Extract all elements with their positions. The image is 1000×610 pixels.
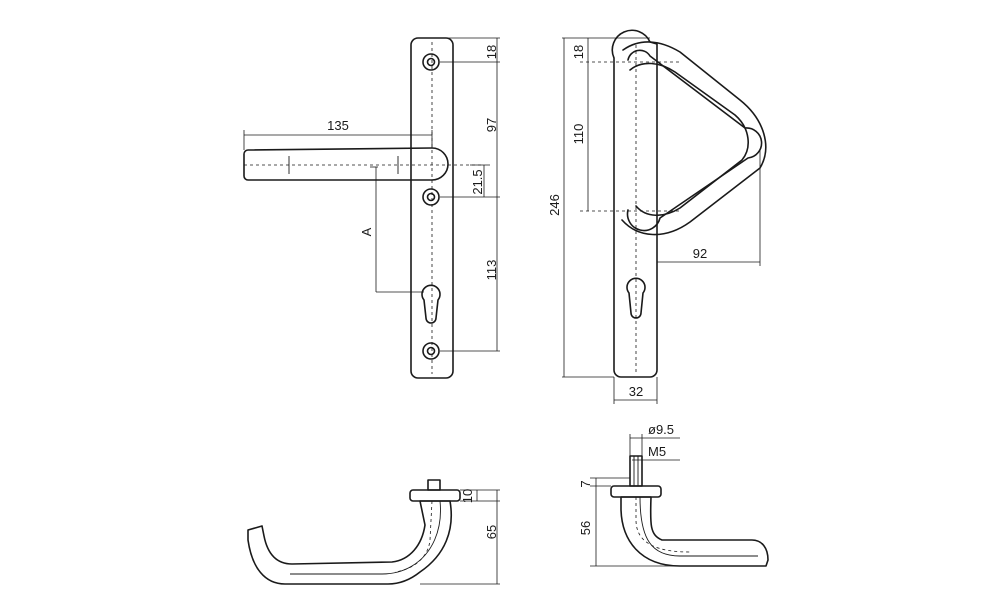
pull-backplate (611, 29, 658, 378)
dim-thread: M5 (648, 444, 666, 459)
front-view-lever: 135 18 97 21.5 113 A (243, 37, 500, 379)
screw-hole-bottom (422, 342, 440, 360)
dim-top-hole: 18 (484, 45, 499, 59)
pull-keyhole (626, 277, 646, 319)
backplate (410, 37, 454, 379)
pull-spindle (629, 455, 643, 487)
screw-hole-top (422, 53, 440, 71)
side-pull-inner-edge (639, 496, 758, 557)
dim-lever-length: 135 (327, 118, 349, 133)
side-lever-body (247, 500, 452, 585)
spindle-stub (427, 479, 441, 491)
dim-pull-overall: 246 (547, 194, 562, 216)
dim-backset: A (359, 227, 374, 236)
screw-hole-middle (422, 188, 440, 206)
pull-grip-inner (629, 62, 749, 217)
dim-pull-width: 32 (629, 384, 643, 399)
cylinder-keyhole (421, 284, 441, 324)
dim-side-pull-height: 56 (578, 521, 593, 535)
pull-rose-plate (610, 485, 662, 498)
side-pull-body (620, 496, 769, 567)
lever-handle (243, 147, 449, 181)
dim-lever-to-hole: 21.5 (470, 169, 485, 194)
dim-hole-to-lever: 97 (484, 118, 499, 132)
dim-side-rose: 10 (460, 489, 475, 503)
dim-side-pull-rose: 7 (578, 480, 593, 487)
rose-plate (409, 489, 461, 502)
dim-hole-to-hole: 113 (484, 260, 499, 281)
dim-pull-top: 18 (571, 45, 586, 59)
pull-grip-slot (626, 49, 763, 232)
side-view-lever: 10 65 (247, 479, 500, 585)
pull-grip-outer (621, 41, 767, 236)
dim-side-height: 65 (484, 525, 499, 539)
side-view-pull: ø9.5 M5 7 56 (578, 422, 769, 567)
dim-pull-projection: 92 (693, 246, 707, 261)
front-view-pull-handle: 18 110 246 92 32 (547, 29, 767, 404)
dim-spindle-diameter: ø9.5 (648, 422, 674, 437)
dim-pull-grip: 110 (571, 124, 586, 145)
